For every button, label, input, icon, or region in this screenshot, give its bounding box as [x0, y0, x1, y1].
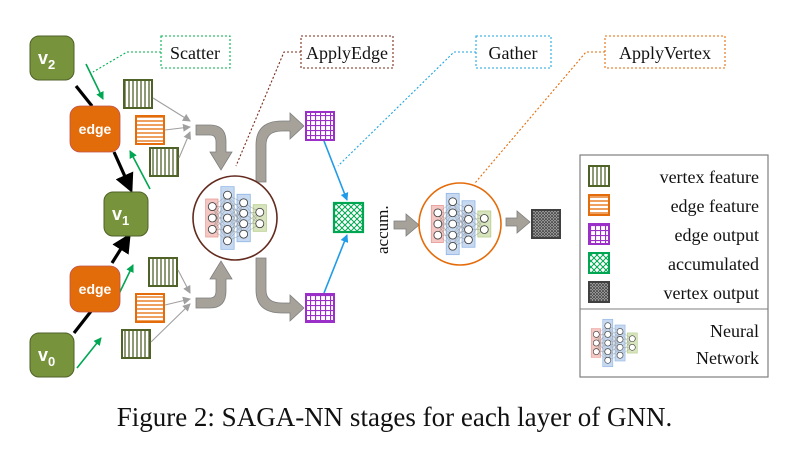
scatter-label: Scatter — [170, 43, 220, 63]
graph-edge-v2-edge — [74, 85, 94, 107]
svg-text:v2: v2 — [38, 48, 55, 72]
accum-label: accum. — [373, 205, 392, 254]
gather-arrow-upper — [323, 140, 349, 201]
accum-to-apply-vertex-arrow — [393, 213, 420, 237]
scatter-block-arrows — [195, 124, 233, 309]
legend: vertex feature edge feature edge output … — [579, 154, 769, 378]
vertex-feature-tensor-upper-1 — [123, 79, 153, 109]
legend-vertex-feature-swatch — [588, 165, 610, 187]
graph-edge-edge-v1-lower — [110, 233, 131, 264]
legend-accumulated-label: accumulated — [668, 254, 759, 274]
scatter-input-arrows — [150, 97, 191, 343]
vertex-feature-tensor-lower-2 — [121, 329, 151, 359]
apply-vertex-label-box — [604, 35, 726, 69]
vertex-feature-tensor-lower-1 — [148, 257, 178, 287]
figure-caption: Figure 2: SAGA-NN stages for each layer … — [116, 402, 673, 432]
vertex-v1: v1 — [103, 191, 149, 237]
vertex-v2-subscript: 2 — [48, 57, 55, 72]
edge-node-lower-label: edge — [79, 281, 112, 297]
green-arrow-v2-edge — [85, 63, 104, 100]
legend-vertex-feature-label: vertex feature — [660, 167, 759, 187]
graph-edge-v0-edge — [72, 309, 94, 334]
accumulated-tensor — [332, 201, 365, 234]
vertex-v0-label: v — [38, 345, 48, 365]
vertex-v1-subscript: 1 — [122, 213, 129, 228]
apply-vertex-to-output-arrow — [505, 210, 531, 234]
vertex-v0-subscript: 0 — [48, 354, 55, 369]
vertex-v2-label: v — [38, 48, 48, 68]
edge-output-tensor-upper — [305, 111, 335, 141]
green-arrow-edge-v1 — [129, 150, 151, 190]
apply-edge-block-arrows — [255, 112, 305, 322]
apply-vertex-nn-circle — [418, 182, 502, 266]
apply-edge-leader — [235, 51, 301, 167]
vertex-v2: v2 — [29, 35, 75, 81]
vertex-output-tensor — [531, 209, 561, 239]
gather-label: Gather — [489, 43, 538, 63]
vertex-feature-tensor-upper-2 — [149, 147, 179, 177]
edge-output-tensor-lower — [305, 293, 335, 323]
gather-leader — [337, 51, 476, 167]
legend-vertex-output-swatch — [588, 281, 610, 303]
scatter-leader — [92, 51, 161, 73]
graph-edge-edge-v1 — [112, 151, 134, 193]
scatter-label-box — [160, 35, 231, 69]
apply-edge-nn-circle — [192, 175, 278, 261]
edge-node-lower: edge — [69, 265, 121, 313]
edge-feature-tensor-lower — [135, 293, 165, 323]
legend-accumulated-swatch — [588, 252, 610, 274]
apply-edge-label-box — [300, 35, 394, 69]
edge-node-upper: edge — [69, 105, 121, 153]
legend-edge-feature-label: edge feature — [671, 196, 759, 216]
green-arrow-v0-edge — [76, 337, 102, 369]
vertex-v0: v0 — [29, 332, 75, 378]
edge-node-upper-label: edge — [79, 121, 112, 137]
legend-nn-label-line2: Network — [696, 348, 759, 368]
legend-vertex-output-label: vertex output — [664, 283, 759, 303]
apply-edge-label: ApplyEdge — [306, 43, 388, 63]
svg-text:v0: v0 — [38, 345, 55, 369]
apply-vertex-leader — [474, 51, 605, 184]
gather-arrow-lower — [323, 234, 349, 294]
gather-label-box — [475, 35, 552, 69]
edge-feature-tensor-upper — [135, 115, 165, 145]
apply-vertex-label: ApplyVertex — [619, 43, 711, 63]
legend-edge-output-label: edge output — [675, 225, 759, 245]
svg-text:v1: v1 — [112, 204, 129, 228]
legend-edge-output-swatch — [588, 223, 610, 245]
vertex-v1-label: v — [112, 204, 122, 224]
legend-nn-label-line1: Neural — [710, 321, 759, 341]
legend-edge-feature-swatch — [588, 194, 610, 216]
